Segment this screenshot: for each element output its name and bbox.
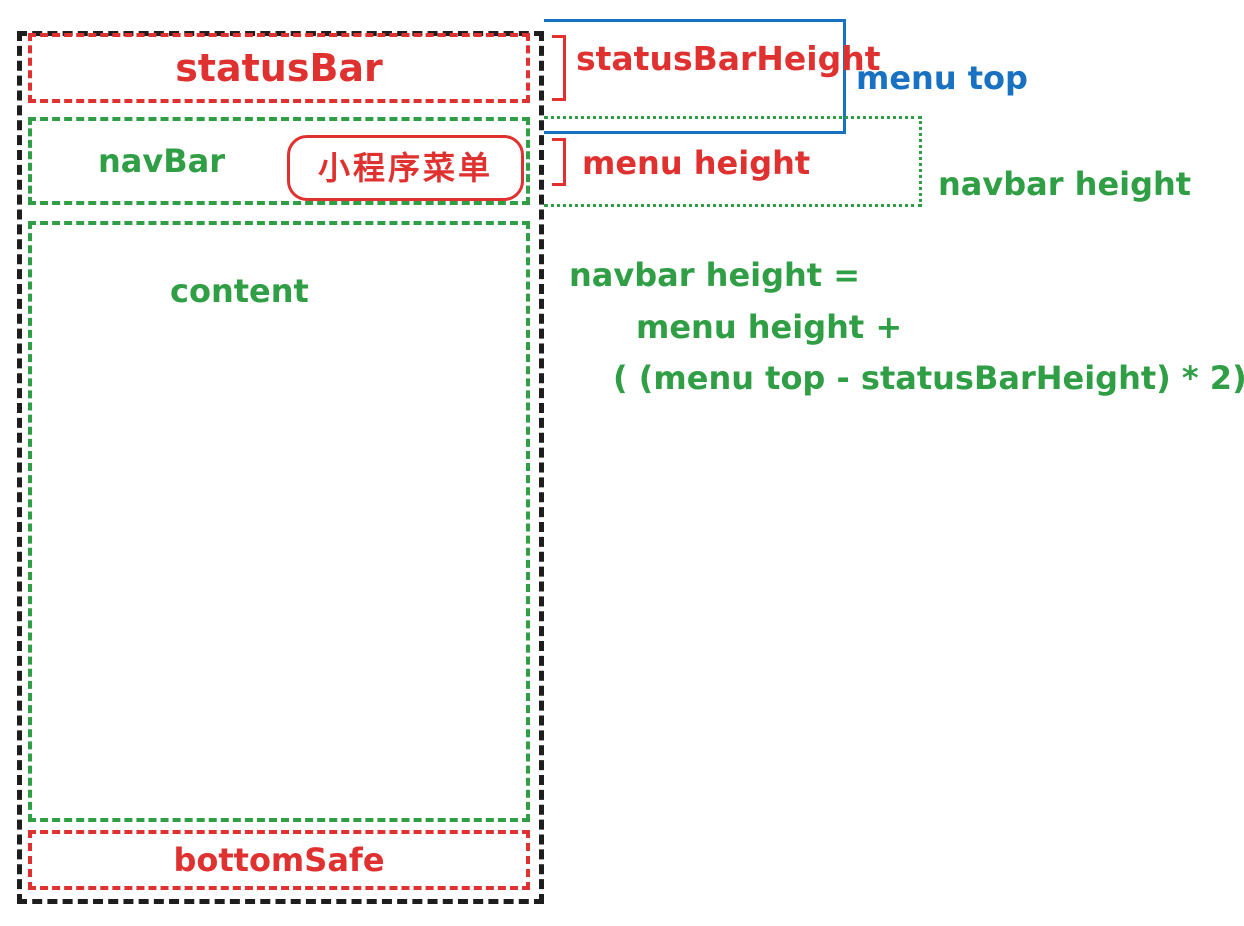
menu-top-measure-rect: [544, 19, 846, 134]
status-bar-height-bracket: [552, 35, 566, 101]
content-label: content: [170, 272, 309, 310]
nav-bar-box: navBar 小程序菜单: [28, 117, 530, 205]
status-bar-label: statusBar: [175, 46, 383, 90]
menu-top-label: menu top: [856, 59, 1028, 97]
nav-bar-label: navBar: [98, 142, 225, 180]
navbar-height-measure-rect: [544, 116, 922, 207]
formula-line-3: ( (menu top - statusBarHeight) * 2): [613, 359, 1244, 397]
mini-program-menu-capsule: 小程序菜单: [287, 135, 524, 201]
menu-height-label: menu height: [582, 144, 811, 182]
mini-program-menu-label: 小程序菜单: [317, 149, 493, 187]
navbar-height-label: navbar height: [938, 165, 1192, 203]
formula-line-2: menu height +: [636, 308, 903, 346]
content-box: content: [28, 221, 530, 822]
bottom-safe-label: bottomSafe: [173, 841, 385, 879]
formula-line-1: navbar height =: [569, 256, 861, 294]
status-bar-box: statusBar: [28, 33, 530, 103]
status-bar-height-label: statusBarHeight: [576, 39, 881, 78]
bottom-safe-box: bottomSafe: [28, 830, 530, 890]
menu-height-bracket: [552, 138, 566, 186]
